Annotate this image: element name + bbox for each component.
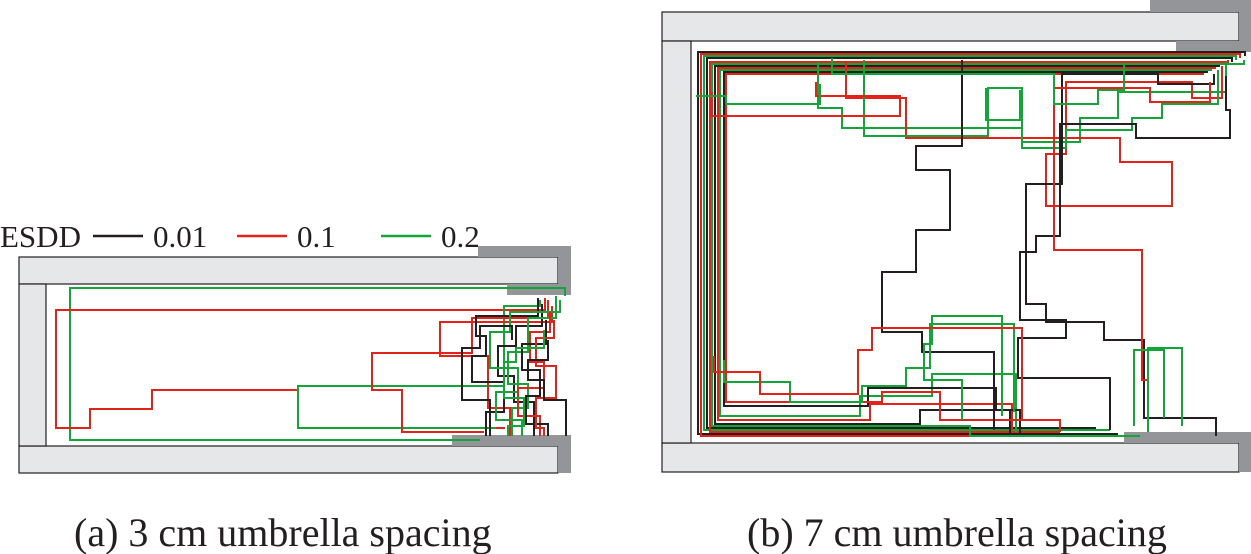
panel-b-path-red <box>1053 82 1211 428</box>
panel-b-path-green <box>985 88 1021 121</box>
panel-a-path-black <box>461 325 513 436</box>
panel-b-path-green <box>703 55 1237 431</box>
panel-a-path-red <box>371 300 549 433</box>
panel-b-top-shed <box>1150 0 1251 52</box>
panel-b: (b) 7 cm umbrella spacing <box>661 0 1251 554</box>
legend-label-0.01: 0.01 <box>153 219 207 254</box>
panel-a-path-green <box>507 296 557 436</box>
legend-label-0.1: 0.1 <box>297 219 336 254</box>
panel-b-path-black <box>706 57 1233 429</box>
panel-a-top-shed <box>478 246 571 295</box>
panel-b-path-black <box>697 51 1246 435</box>
panel-a-path-red <box>439 306 553 436</box>
panel-b-path-green <box>723 323 1015 412</box>
panel-b-path-green <box>817 62 1227 143</box>
panel-b-path-red <box>713 327 1023 420</box>
panel-a-path-red <box>517 312 551 436</box>
panel-b-left-wall <box>661 40 692 444</box>
panel-b-path-green <box>1147 347 1183 432</box>
panel-a-discharge-paths <box>55 287 567 441</box>
panel-a-bottom-plate <box>18 445 559 474</box>
panel-b-path-red <box>845 62 1223 207</box>
legend-title: ESDD <box>0 219 81 254</box>
panel-b-path-green <box>831 58 1245 105</box>
panel-a-caption: (a) 3 cm umbrella spacing <box>74 510 492 554</box>
panel-b-top-plate <box>661 11 1240 42</box>
panel-b-path-black <box>881 60 995 430</box>
panel-b-structure <box>661 0 1251 473</box>
panel-a-top-plate <box>18 256 559 285</box>
panel-b-path-black <box>1017 76 1231 430</box>
panel-a: (a) 3 cm umbrella spacing <box>18 246 571 554</box>
panel-b-path-green <box>923 315 1003 420</box>
panel-a-path-black <box>471 298 539 436</box>
panel-a-structure <box>18 246 571 474</box>
legend-label-0.2: 0.2 <box>441 219 480 254</box>
panel-b-path-black <box>723 71 1208 434</box>
panel-b-path-green <box>711 63 1224 437</box>
panel-b-path-green <box>696 84 821 105</box>
panel-a-bottom-shed <box>452 435 571 473</box>
panel-a-path-black <box>527 340 567 436</box>
panel-b-path-red <box>711 82 901 117</box>
panel-b-bottom-shed <box>1124 432 1251 472</box>
panel-b-path-green <box>863 60 1219 149</box>
panel-b-caption: (b) 7 cm umbrella spacing <box>747 510 1167 554</box>
panel-a-path-green <box>503 330 545 436</box>
panel-b-path-green <box>719 69 1212 432</box>
legend: ESDD 0.01 0.1 0.2 <box>0 219 480 254</box>
panel-b-path-red <box>717 67 1216 430</box>
panel-b-path-red <box>725 73 1204 432</box>
panel-b-path-red <box>700 53 1241 437</box>
panel-a-path-green <box>69 287 566 441</box>
panel-a-left-wall <box>18 283 47 447</box>
panel-b-discharge-paths <box>696 51 1246 437</box>
panel-b-path-red <box>709 60 1229 433</box>
panel-b-bottom-plate <box>661 442 1240 473</box>
